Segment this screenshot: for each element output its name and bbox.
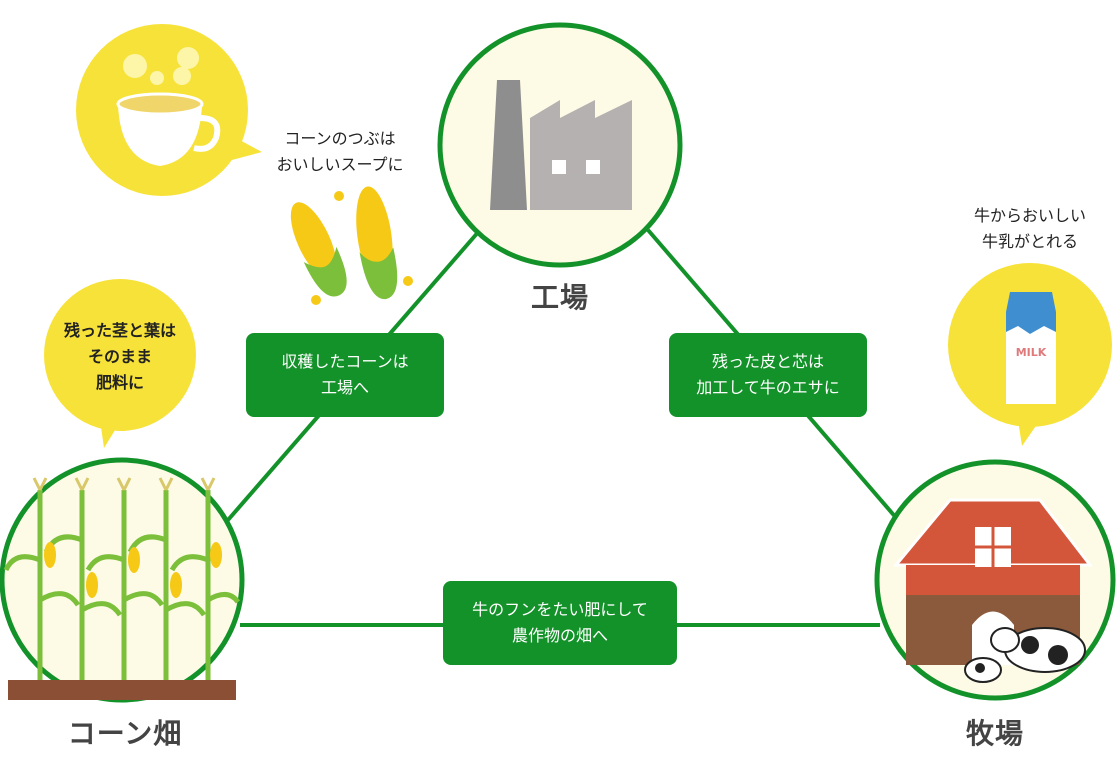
soup-note-line-2: おいしいスープに: [276, 155, 404, 174]
flow-ranch-to-field-line-2: 農作物の畑へ: [511, 626, 608, 645]
cornfield-label: コーン畑: [67, 717, 183, 750]
flow-factory-to-ranch: 残った皮と芯は 加工して牛のエサに: [669, 333, 867, 417]
flow-field-to-factory-line-1: 収穫したコーンは: [281, 352, 409, 371]
flow-ranch-to-field: 牛のフンをたい肥にして 農作物の畑へ: [443, 581, 677, 665]
milk-note-line-1: 牛からおいしい: [973, 206, 1086, 225]
flow-factory-to-ranch-line-1: 残った皮と芯は: [711, 352, 824, 371]
flow-factory-to-ranch-line-2: 加工して牛のエサに: [696, 378, 840, 397]
factory-node: [437, 22, 683, 268]
fertilizer-note-line-3: 肥料に: [95, 373, 144, 392]
cows-icon: [964, 627, 1086, 683]
milk-bubble: MILK: [948, 263, 1112, 446]
flow-field-to-factory-line-2: 工場へ: [320, 378, 369, 397]
soup-note-line-1: コーンのつぶは: [284, 129, 396, 148]
fertilizer-note-line-1: 残った茎と葉は: [63, 321, 176, 340]
milk-note: 牛からおいしい 牛乳がとれる: [950, 203, 1110, 255]
milk-carton-icon: MILK: [1006, 292, 1056, 404]
fertilizer-bubble: [44, 279, 196, 448]
cornfield-node: [0, 457, 245, 703]
flow-ranch-to-field-line-1: 牛のフンをたい肥にして: [472, 600, 648, 619]
corn-cobs-icon: [290, 186, 413, 305]
corn-plants-icon: [3, 477, 241, 700]
fertilizer-note: 残った茎と葉は そのまま 肥料に: [50, 318, 190, 396]
factory-icon: [490, 80, 632, 210]
ranch-node: [874, 459, 1116, 701]
milk-label: MILK: [1016, 346, 1047, 359]
factory-label: 工場: [530, 281, 589, 314]
flow-field-to-factory: 収穫したコーンは 工場へ: [246, 333, 444, 417]
soup-cup-icon: [116, 47, 221, 166]
fertilizer-note-line-2: そのまま: [87, 347, 152, 366]
soup-note: コーンのつぶは おいしいスープに: [250, 126, 430, 178]
milk-note-line-2: 牛乳がとれる: [981, 232, 1078, 251]
soup-bubble: [76, 24, 262, 196]
ranch-label: 牧場: [965, 717, 1024, 750]
